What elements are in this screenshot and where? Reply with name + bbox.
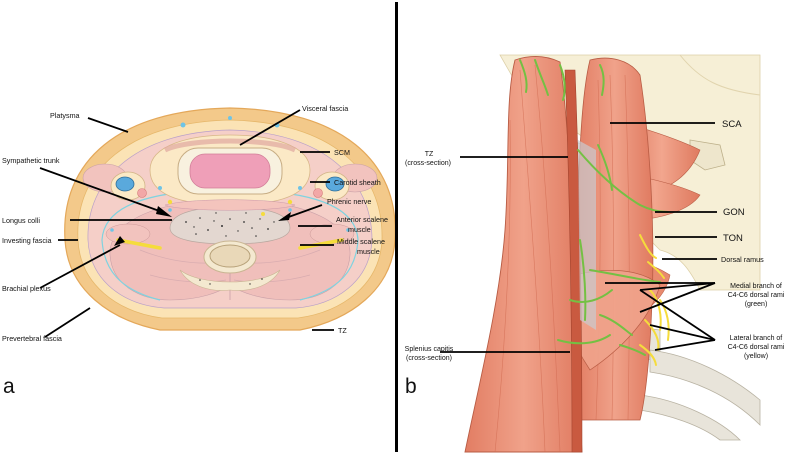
prevertebral-fascia-line bbox=[101, 189, 359, 301]
label-platysma: Platysma bbox=[50, 111, 80, 120]
label-phrenic-nerve: Phrenic nerve bbox=[327, 197, 371, 206]
label-splenius: Splenius capitis bbox=[405, 346, 454, 353]
label-medial-branch-2: C4-C6 dorsal rami bbox=[728, 292, 785, 299]
panel-a-leader-lines bbox=[39, 109, 334, 338]
label-scm: SCM bbox=[334, 148, 350, 157]
panel-a-labels: Platysma Visceral fascia SCM Sympathetic… bbox=[2, 104, 388, 398]
label-splenius-2: (cross-section) bbox=[406, 355, 452, 362]
longus-colli bbox=[164, 199, 296, 211]
label-carotid-sheath: Carotid sheath bbox=[334, 178, 381, 187]
panel-b-illustration bbox=[464, 54, 761, 453]
label-brachial-plexus: Brachial plexus bbox=[2, 284, 51, 293]
label-tz-cross-2: (cross-section) bbox=[405, 160, 451, 167]
thyroid bbox=[189, 153, 271, 189]
carotid-artery-left bbox=[137, 188, 147, 198]
label-sca: SCA bbox=[722, 119, 742, 130]
brachial-plexus-right bbox=[298, 238, 344, 250]
label-lateral-branch-3: (yellow) bbox=[744, 353, 768, 360]
small-vessels bbox=[110, 116, 350, 232]
label-anterior-scalene: Anterior scalene bbox=[336, 215, 388, 224]
vertebral-body bbox=[169, 206, 291, 245]
bone-marrow-dots bbox=[185, 212, 275, 237]
label-gon: GON bbox=[723, 207, 745, 218]
panel-letter-a: a bbox=[3, 375, 15, 398]
jugular-vein-right bbox=[325, 176, 345, 192]
label-anterior-scalene-2: muscle bbox=[348, 225, 371, 234]
label-prevertebral-fascia: Prevertebral fascia bbox=[2, 334, 62, 343]
label-medial-branch: Medial branch of bbox=[730, 283, 782, 290]
panel-b-leader-lines bbox=[440, 122, 717, 353]
panel-a-arrowheads bbox=[114, 206, 291, 246]
panel-divider bbox=[395, 2, 398, 452]
label-investing-fascia: Investing fascia bbox=[2, 236, 52, 245]
label-visceral-fascia: Visceral fascia bbox=[302, 104, 348, 113]
label-middle-scalene: Middle scalene bbox=[337, 237, 385, 246]
label-middle-scalene-2: muscle bbox=[357, 247, 380, 256]
label-longus-colli: Longus colli bbox=[2, 216, 40, 225]
vertebral-arch bbox=[179, 269, 281, 291]
label-lateral-branch: Lateral branch of bbox=[730, 335, 783, 342]
label-tz-cross: TZ bbox=[425, 151, 434, 158]
label-ton: TON bbox=[723, 233, 743, 244]
panel-letter-b: b bbox=[405, 375, 417, 398]
label-lateral-branch-2: C4-C6 dorsal rami bbox=[728, 344, 785, 351]
brachial-plexus-left bbox=[116, 238, 162, 250]
label-tz-a: TZ bbox=[338, 326, 347, 335]
spinal-cord bbox=[209, 244, 251, 268]
jugular-vein-left bbox=[115, 176, 135, 192]
label-sympathetic-trunk: Sympathetic trunk bbox=[2, 156, 60, 165]
panel-a-cross-section bbox=[64, 107, 396, 331]
label-dorsal-ramus: Dorsal ramus bbox=[721, 255, 764, 264]
panel-b-labels: TZ (cross-section) SCA GON TON Dorsal ra… bbox=[405, 119, 785, 398]
carotid-artery-right bbox=[313, 188, 323, 198]
label-medial-branch-3: (green) bbox=[745, 301, 768, 308]
